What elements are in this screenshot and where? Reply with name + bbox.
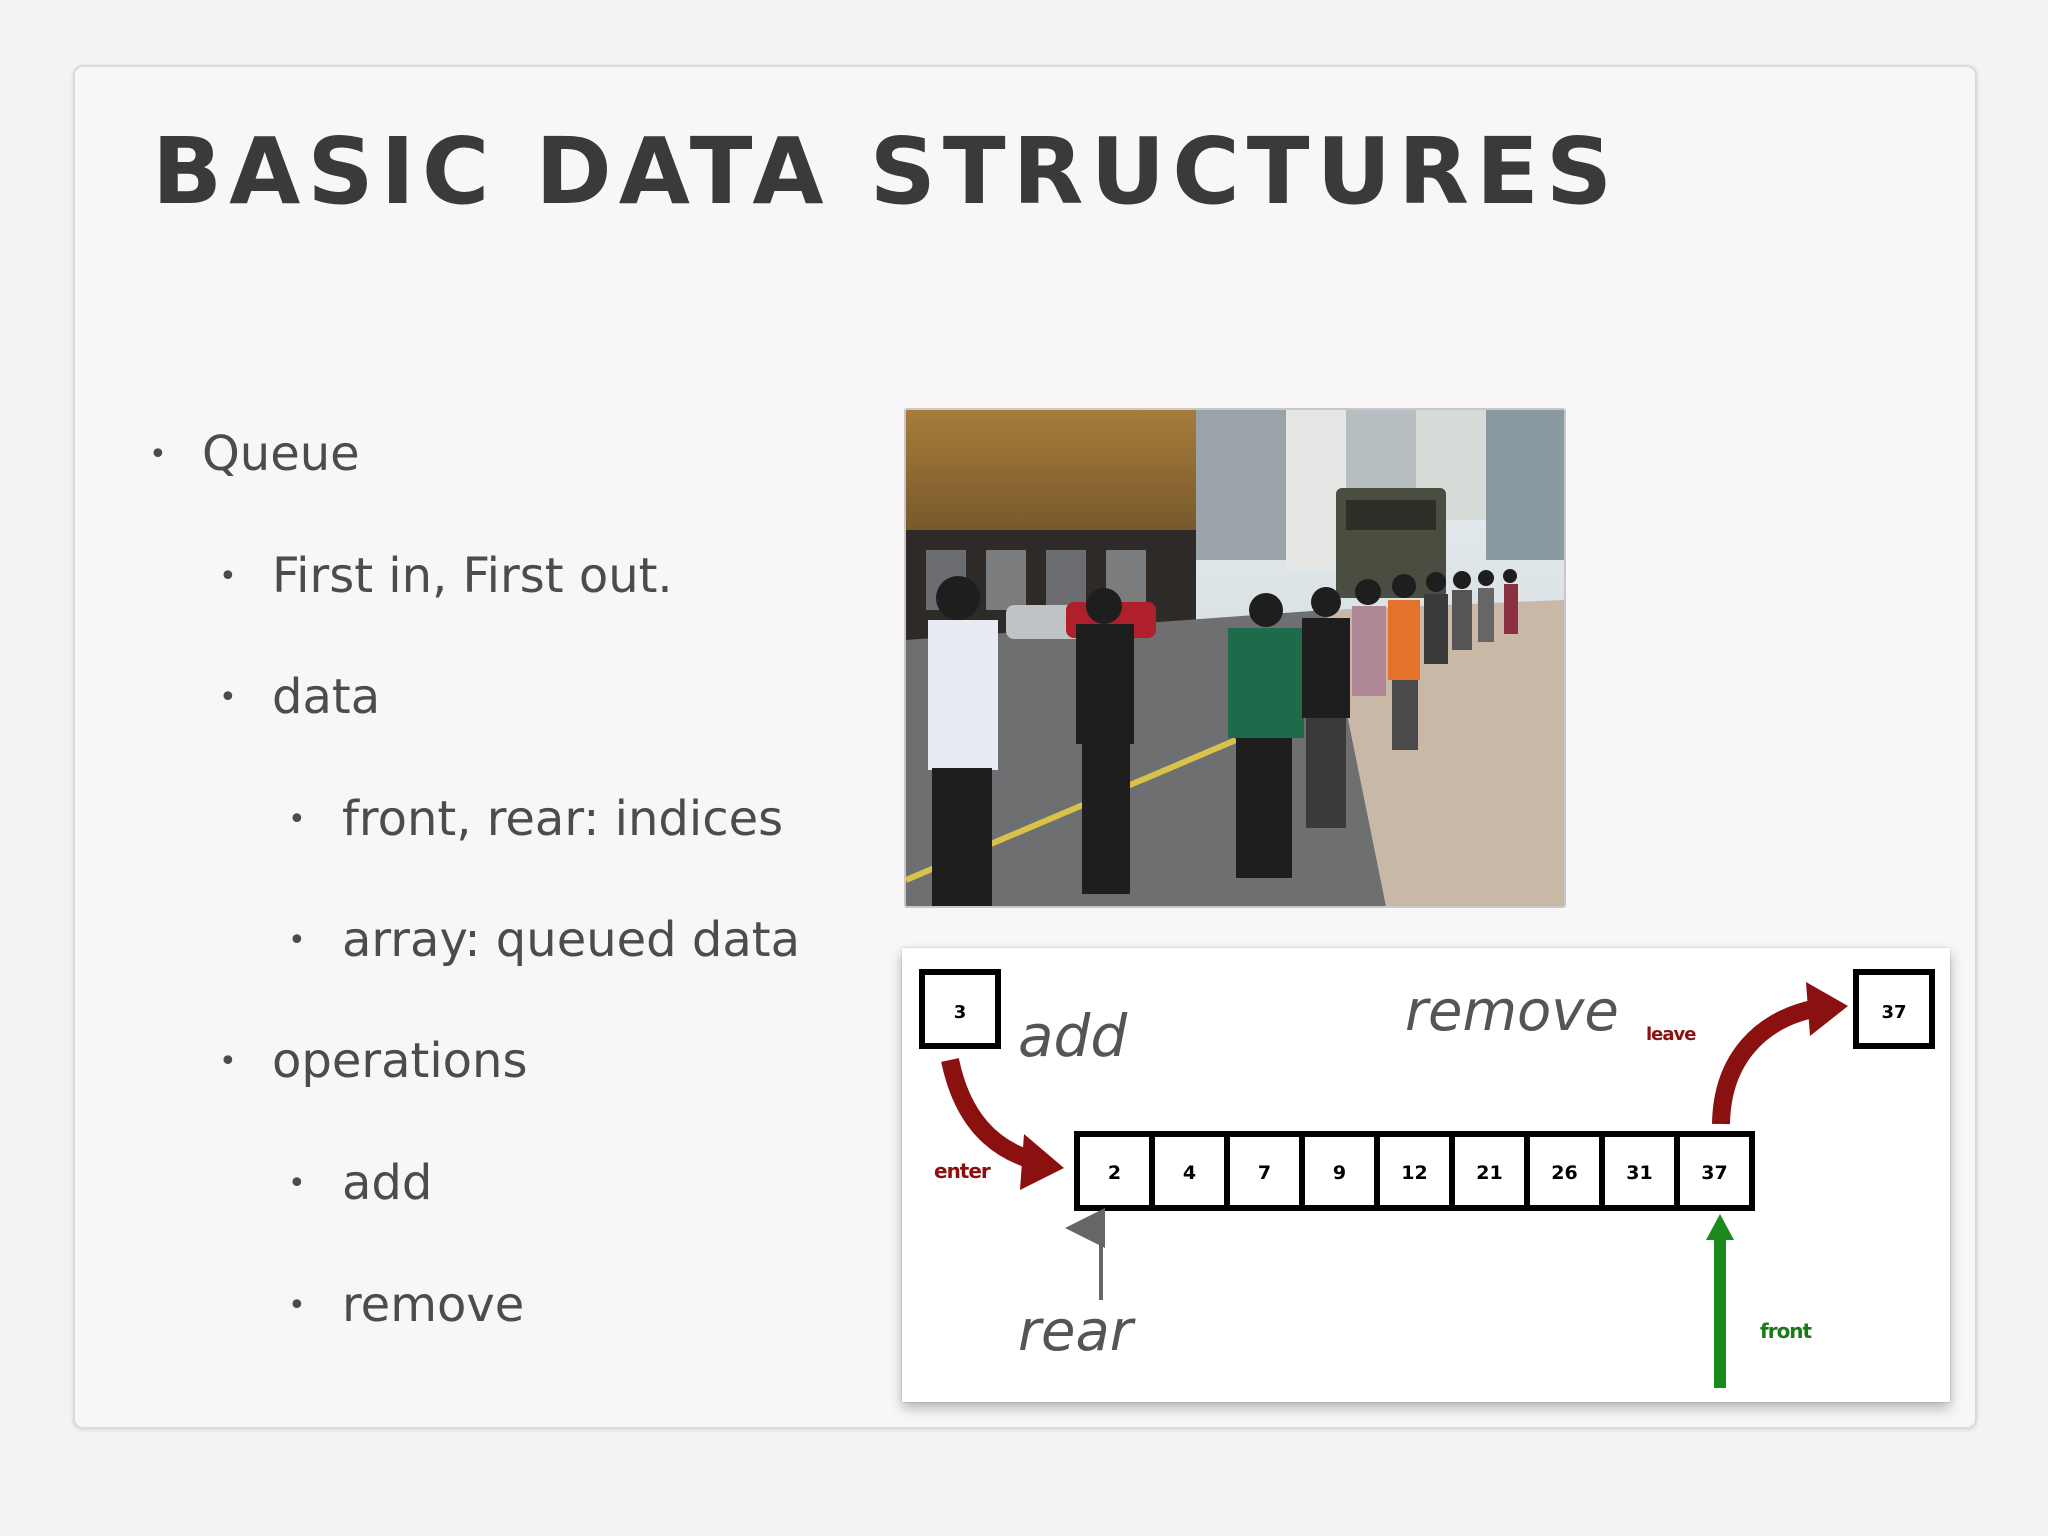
slide-title: BASIC DATA STRUCTURES xyxy=(152,118,1620,225)
enter-arrow-head-icon xyxy=(1020,1134,1064,1190)
bullet-operations: operations xyxy=(272,1033,528,1089)
bullet-array: array: queued data xyxy=(342,912,801,968)
bullet-dot: • xyxy=(288,1288,306,1323)
queue-array: 2 4 7 9 12 21 26 31 37 xyxy=(1074,1131,1755,1211)
bullet-front-rear: front, rear: indices xyxy=(342,791,784,847)
label-leave: leave xyxy=(1646,1024,1696,1045)
queue-diagram: 3 37 add remove rear enter leave front 2… xyxy=(902,948,1950,1402)
queue-cell xyxy=(1524,1131,1605,1211)
queue-cell xyxy=(1149,1131,1230,1211)
queue-cell xyxy=(1224,1131,1305,1211)
label-add: add xyxy=(1018,1002,1128,1070)
label-rear: rear xyxy=(1018,1299,1136,1364)
queue-cell-value: 2 xyxy=(1108,1162,1121,1184)
outgoing-value: 37 xyxy=(1881,1002,1906,1023)
queue-cell-value: 21 xyxy=(1476,1162,1502,1184)
bullet-data: data xyxy=(272,669,381,725)
people-queue-photo-icon xyxy=(906,410,1564,906)
queue-cell-value: 4 xyxy=(1183,1162,1196,1184)
enter-arrow xyxy=(941,1058,1035,1169)
queue-cell xyxy=(1299,1131,1380,1211)
bullet-dot: • xyxy=(219,559,237,594)
outgoing-box xyxy=(1853,969,1935,1049)
bullet-fifo: First in, First out. xyxy=(272,548,673,604)
queue-cell-value: 26 xyxy=(1551,1162,1577,1184)
bullet-add: add xyxy=(342,1155,433,1211)
front-arrow-shaft xyxy=(1714,1238,1726,1388)
leave-arrow-head-icon xyxy=(1806,982,1848,1036)
queue-cell xyxy=(1074,1131,1155,1211)
queue-cell-value: 31 xyxy=(1626,1162,1652,1184)
label-remove: remove xyxy=(1405,979,1619,1044)
bullet-remove: remove xyxy=(342,1277,525,1333)
queue-photo xyxy=(904,408,1566,908)
bullet-queue: Queue xyxy=(202,426,360,482)
bullet-dot: • xyxy=(219,1044,237,1079)
queue-cell xyxy=(1599,1131,1680,1211)
queue-cell xyxy=(1449,1131,1530,1211)
queue-cell-value: 9 xyxy=(1333,1162,1346,1184)
front-arrow-head-icon xyxy=(1706,1214,1734,1240)
label-enter: enter xyxy=(934,1159,991,1183)
queue-cell-value: 12 xyxy=(1401,1162,1427,1184)
incoming-value: 3 xyxy=(954,1002,967,1023)
bullet-dot: • xyxy=(288,923,306,958)
queue-cell xyxy=(1674,1131,1755,1211)
label-front: front xyxy=(1760,1319,1813,1343)
queue-diagram-svg: 3 37 add remove rear enter leave front 2… xyxy=(919,969,1935,1388)
queue-cell xyxy=(1374,1131,1455,1211)
incoming-box xyxy=(919,969,1001,1049)
queue-cell-value: 37 xyxy=(1701,1162,1727,1184)
bullet-dot: • xyxy=(219,680,237,715)
bullet-dot: • xyxy=(149,437,167,472)
bullet-dot: • xyxy=(288,1166,306,1201)
leave-arrow xyxy=(1712,999,1820,1125)
bullet-dot: • xyxy=(288,802,306,837)
queue-cell-value: 7 xyxy=(1258,1162,1271,1184)
